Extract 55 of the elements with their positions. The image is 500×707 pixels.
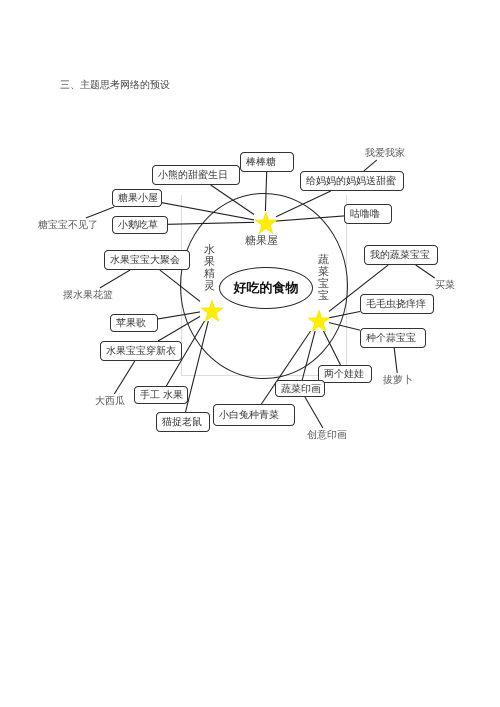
activity-text: 买菜 (432, 278, 458, 292)
star-icon (201, 300, 223, 322)
activity-box: 我的蔬菜宝宝 (364, 245, 438, 265)
activity-box: 棒棒糖 (240, 152, 294, 172)
activity-box: 糖果小屋 (112, 189, 162, 207)
activity-box: 小白兔种青菜 (213, 404, 295, 426)
connector-line (86, 206, 114, 219)
theme-label: 蔬菜宝宝 (318, 254, 329, 302)
connector-line (210, 184, 254, 215)
center-ellipse: 好吃的食物 (219, 267, 313, 309)
connector-line (114, 360, 136, 394)
star-icon (308, 310, 330, 332)
connector-line (159, 270, 200, 302)
activity-box: 种个蒜宝宝 (360, 328, 426, 348)
connector-line (264, 172, 268, 212)
connector-line (394, 348, 398, 374)
connector-line (328, 322, 360, 331)
connector-line (415, 264, 436, 278)
theme-label: 水果精灵 (204, 244, 215, 292)
connector-line (276, 190, 332, 218)
connector-line (158, 311, 200, 320)
activity-box: 毛毛虫挠痒痒 (360, 294, 434, 314)
connector-line (166, 320, 205, 386)
connector-line (304, 396, 324, 428)
connector-line (323, 330, 341, 366)
activity-box: 手工 水果 (134, 386, 188, 404)
activity-text: 我爱我家 (362, 146, 408, 160)
connector-line (100, 270, 130, 288)
activity-box: 猫捉老鼠 (156, 412, 210, 432)
heading: 三、主题思考网络的预设 (60, 78, 170, 92)
activity-box: 小熊的甜蜜生日 (152, 165, 240, 185)
connector-line (162, 202, 254, 220)
activity-box: 苹果歌 (110, 314, 158, 332)
theme-label: 糖果屋 (245, 235, 278, 248)
connector-line (328, 310, 360, 318)
activity-box: 两个娃娃 (318, 365, 372, 383)
activity-text: 摆水果花篮 (60, 288, 116, 302)
connector-line (184, 320, 209, 412)
activity-text: 创意印画 (304, 428, 350, 442)
activity-box: 水果宝宝大聚会 (104, 250, 190, 270)
activity-box: 咕噜噜 (344, 204, 392, 224)
connector-line (276, 215, 344, 222)
connector-line (363, 160, 378, 172)
star-icon (255, 212, 277, 234)
activity-text: 拔萝卜 (380, 373, 416, 387)
connector-line (168, 222, 254, 225)
connector-line (302, 330, 316, 380)
connector-line (260, 330, 312, 404)
activity-text: 糖宝宝不见了 (36, 218, 100, 232)
activity-box: 小鹅吃草 (112, 216, 168, 234)
activity-box: 水果宝宝穿新衣 (100, 341, 182, 361)
activity-text: 大西瓜 (92, 394, 128, 408)
connector-line (328, 264, 389, 312)
activity-box: 蔬菜印画 (275, 380, 325, 397)
activity-box: 给妈妈的妈妈送甜蜜 (300, 171, 404, 191)
